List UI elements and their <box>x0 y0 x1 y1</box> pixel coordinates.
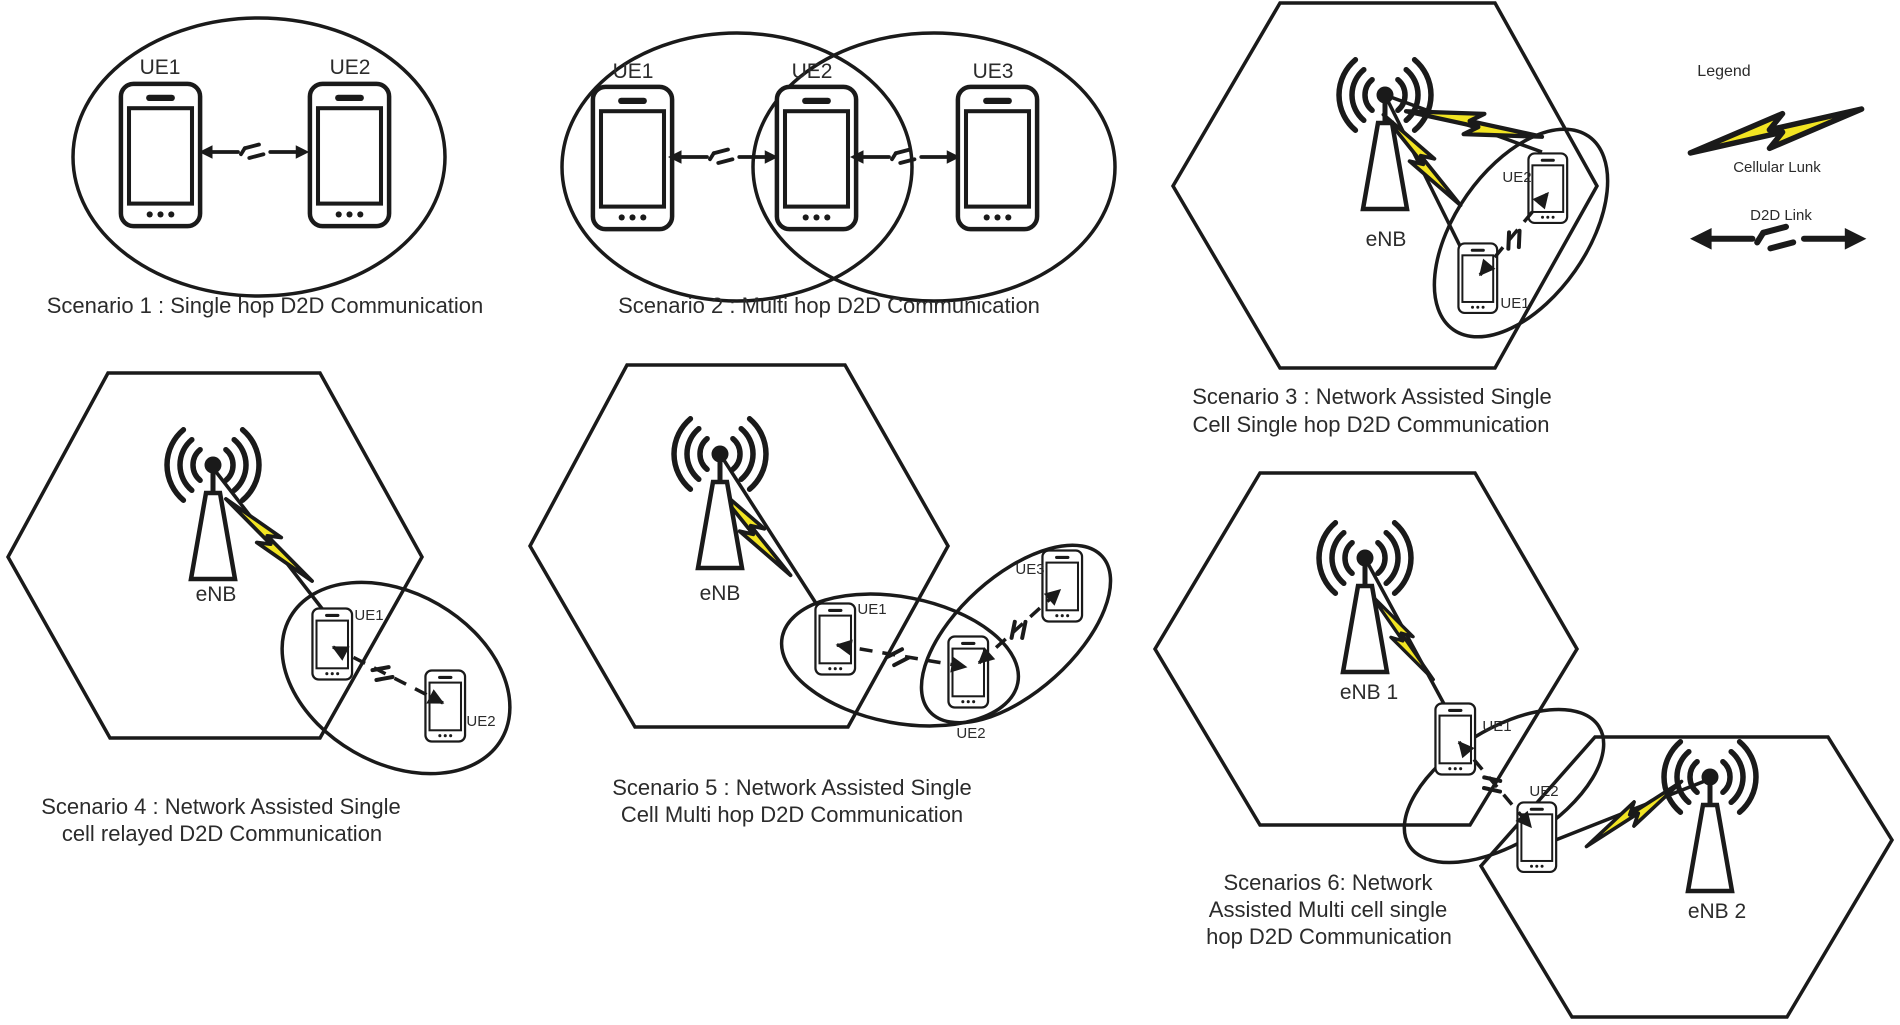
enb2-label: eNB 2 <box>1688 900 1746 923</box>
cellular-link-line <box>718 453 830 623</box>
scenario-4: eNB UE1 UE2 Scenario 4 : Network Assiste… <box>5 371 512 846</box>
ue1-label: UE1 <box>1482 718 1511 735</box>
ue3-label: UE3 <box>973 60 1014 83</box>
ue1-phone-icon <box>1457 242 1499 315</box>
cell-hexagon <box>5 371 425 740</box>
ue2-label: UE2 <box>1529 783 1558 800</box>
d2d-pair-ellipse-a <box>779 592 1021 728</box>
enb-label: eNB <box>196 583 237 606</box>
enb-tower-icon <box>167 430 259 579</box>
ue1-label: UE1 <box>613 60 654 83</box>
scenario1-caption: Scenario 1 : Single hop D2D Communicatio… <box>47 293 484 318</box>
proximity-ellipse <box>71 16 447 298</box>
scenario5-caption-line1: Scenario 5 : Network Assisted Single <box>612 775 972 800</box>
scenario-5: eNB UE1 UE2 UE3 Scenario 5 : Network Ass… <box>527 363 1113 827</box>
d2d-link-line <box>1457 740 1533 829</box>
d2d-link-icon-1 <box>666 147 781 166</box>
d2d-break-icon <box>1498 224 1530 256</box>
ue2-label: UE2 <box>330 56 371 79</box>
ue1-label: UE1 <box>140 56 181 79</box>
cellular-link-bolt-icon-2 <box>1576 777 1692 851</box>
ue2-phone-icon <box>310 84 389 226</box>
ue1-label: UE1 <box>1500 295 1529 312</box>
ue2-label: UE2 <box>792 60 833 83</box>
scenario-1: UE1 UE2 Scenario 1 : Single hop D2D Comm… <box>47 16 484 318</box>
cell-hexagon <box>1170 1 1600 370</box>
d2d-link-icon-2 <box>848 147 963 166</box>
ue2-phone-icon <box>777 87 856 229</box>
cellular-link-label: Cellular Lunk <box>1733 159 1821 176</box>
ue1-label: UE1 <box>354 607 383 624</box>
legend-title: Legend <box>1697 63 1750 80</box>
enb-tower-icon <box>1339 60 1431 209</box>
cellular-link-legend-icon <box>1687 105 1864 156</box>
scenario5-caption-line2: Cell Multi hop D2D Communication <box>621 802 963 827</box>
scenario4-caption-line2: cell relayed D2D Communication <box>62 821 382 846</box>
ue1-phone-icon <box>1434 702 1477 776</box>
legend: Legend Cellular Lunk D2D Link <box>1687 63 1866 250</box>
scenario4-caption-line1: Scenario 4 : Network Assisted Single <box>41 794 401 819</box>
d2d-link-legend-icon <box>1690 227 1866 250</box>
d2d-pair-ellipse <box>280 580 512 776</box>
ue1-phone-icon <box>814 602 857 676</box>
scenario-6: eNB 1 eNB 2 UE1 UE2 Scenarios 6: Network… <box>1152 471 1895 1019</box>
enb2-tower-icon <box>1664 742 1756 891</box>
ue1-phone-icon <box>121 84 200 226</box>
enb-label: eNB <box>700 582 741 605</box>
ue3-phone-icon <box>1041 549 1084 623</box>
enb-label: eNB <box>1366 228 1407 251</box>
cell-hexagon-2 <box>1478 735 1895 1019</box>
enb1-tower-icon <box>1319 523 1411 672</box>
scenario-2: UE1 UE2 UE3 Scenario 2 : Multi hop D2D C… <box>560 31 1117 318</box>
ue2-label: UE2 <box>1502 169 1531 186</box>
ue2-label: UE2 <box>956 725 985 742</box>
cell-hexagon <box>527 363 951 729</box>
proximity-ellipse-a <box>560 31 914 303</box>
cellular-link-bolt-icon-1 <box>1405 89 1543 158</box>
proximity-ellipse-b <box>751 31 1117 303</box>
ue3-label: UE3 <box>1015 561 1044 578</box>
enb-tower-icon <box>674 419 766 568</box>
ue1-phone-icon <box>593 87 672 229</box>
ue3-phone-icon <box>958 87 1037 229</box>
scenario2-caption: Scenario 2 : Multi hop D2D Communication <box>618 293 1040 318</box>
scenario6-caption-line1: Scenarios 6: Network <box>1223 870 1433 895</box>
cellular-link-bolt-icon <box>222 484 316 596</box>
ue2-phone-icon <box>947 635 990 709</box>
d2d-link-label: D2D Link <box>1750 207 1812 224</box>
ue2-phone-icon <box>1516 801 1558 874</box>
d2d-pair-ellipse <box>1432 127 1610 339</box>
d2d-link-icon <box>197 142 312 161</box>
scenario3-caption-line1: Scenario 3 : Network Assisted Single <box>1192 384 1552 409</box>
ue1-phone-icon <box>311 607 354 681</box>
d2d-link-line <box>331 645 445 705</box>
ue1-label: UE1 <box>857 601 886 618</box>
d2d-link-line-2 <box>977 588 1062 665</box>
scenario6-caption-line3: hop D2D Communication <box>1206 924 1452 949</box>
ue2-label: UE2 <box>466 713 495 730</box>
ue2-phone-icon <box>424 669 467 743</box>
d2d-pair-ellipse-b <box>919 543 1113 725</box>
d2d-pair-ellipse <box>1402 707 1606 865</box>
scenario-3: eNB UE2 UE1 Scenario 3 : Network Assiste… <box>1170 1 1610 437</box>
scenario6-caption-line2: Assisted Multi cell single <box>1209 897 1447 922</box>
d2d-break-icon-2 <box>1003 614 1035 646</box>
d2d-link-line <box>1478 191 1550 277</box>
ue2-phone-icon <box>1527 152 1569 225</box>
enb1-label: eNB 1 <box>1340 681 1398 704</box>
scenario3-caption-line2: Cell Single hop D2D Communication <box>1192 412 1549 437</box>
